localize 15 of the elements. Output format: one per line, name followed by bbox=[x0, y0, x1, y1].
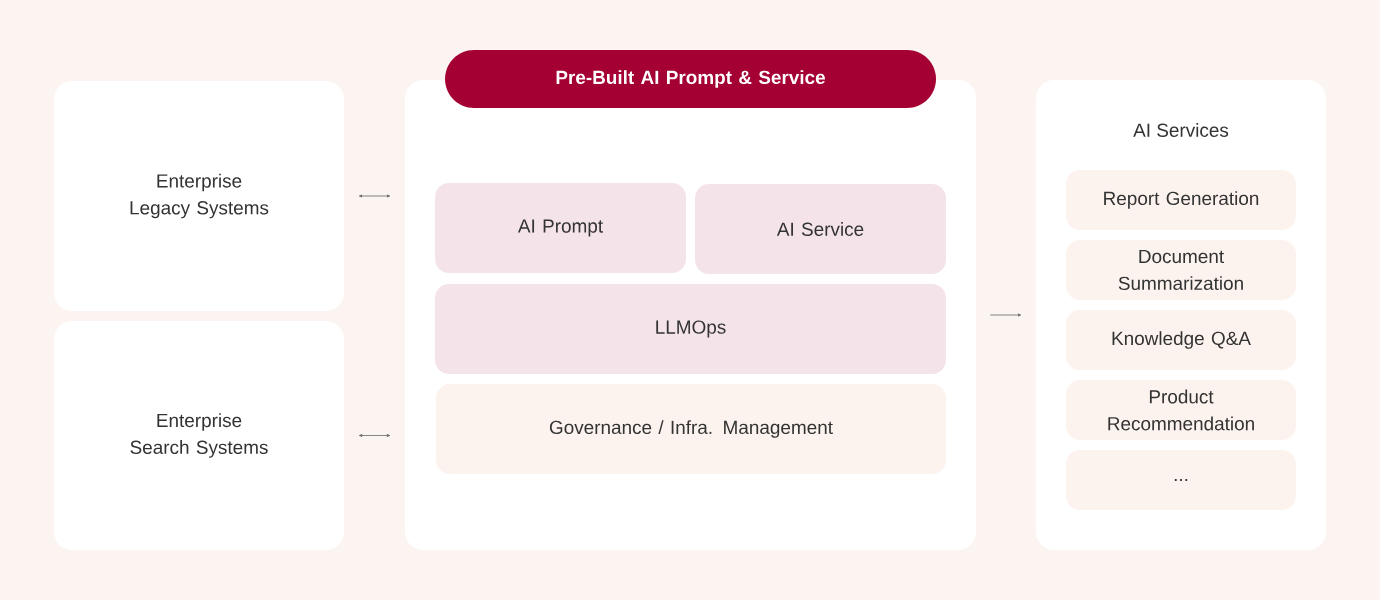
service-box: Product Recommendation bbox=[1066, 380, 1296, 440]
module-box: AI Service bbox=[695, 184, 946, 274]
system-box: Enterprise Legacy Systems bbox=[54, 81, 344, 311]
service-box: Document Summarization bbox=[1066, 240, 1296, 300]
arrow bbox=[358, 194, 391, 198]
arrow bbox=[989, 313, 1022, 317]
system-box: Enterprise Search Systems bbox=[54, 321, 344, 550]
service-box: Report Generation bbox=[1066, 170, 1296, 230]
module-box: LLMOps bbox=[435, 284, 946, 374]
module-box: Governance / Infra. Management bbox=[436, 384, 946, 474]
module-box: AI Prompt bbox=[435, 183, 686, 273]
title-banner: Pre-Built AI Prompt & Service bbox=[445, 50, 936, 108]
service-box: ... bbox=[1066, 450, 1296, 510]
arrow bbox=[358, 434, 391, 437]
service-box: Knowledge Q&A bbox=[1066, 310, 1296, 370]
